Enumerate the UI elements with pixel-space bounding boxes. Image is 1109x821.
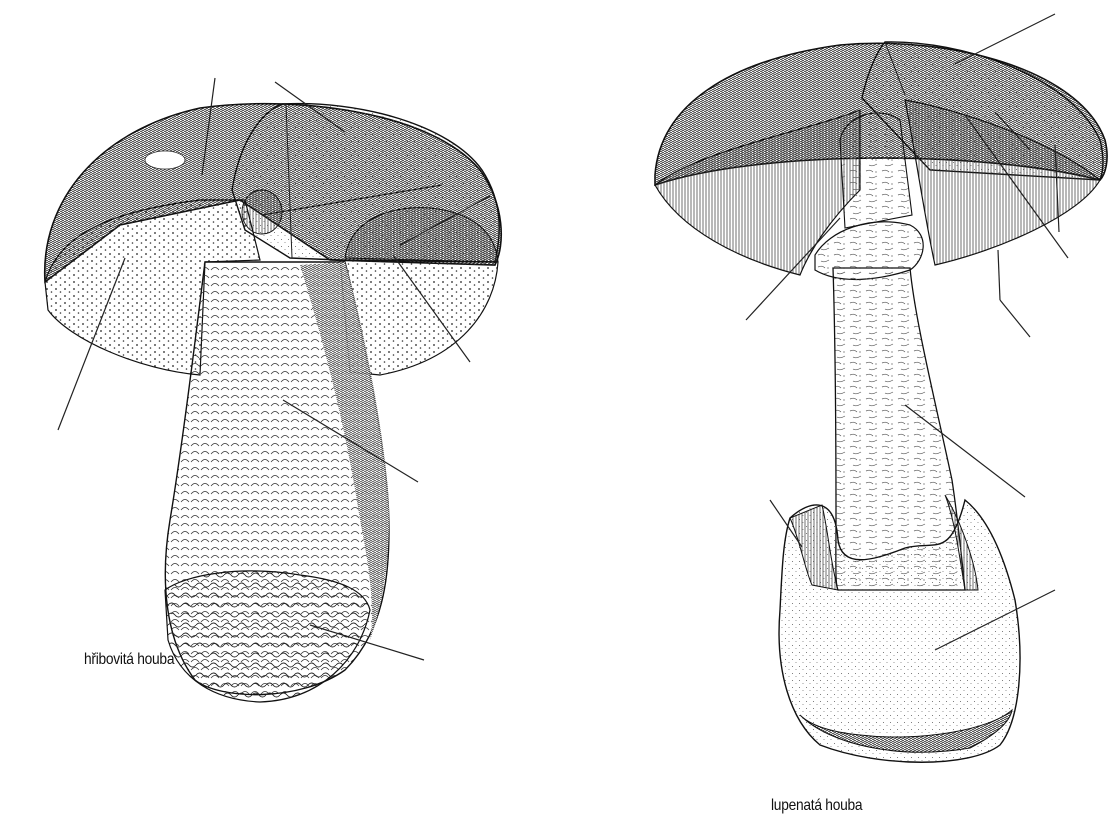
gilled-caption: lupenatá houba xyxy=(771,797,862,815)
boletus-caption: hřibovitá houba xyxy=(84,651,174,669)
boletus-illustration xyxy=(45,78,502,702)
gilled-illustration xyxy=(655,14,1107,762)
boletus-stipe-base xyxy=(165,571,370,702)
